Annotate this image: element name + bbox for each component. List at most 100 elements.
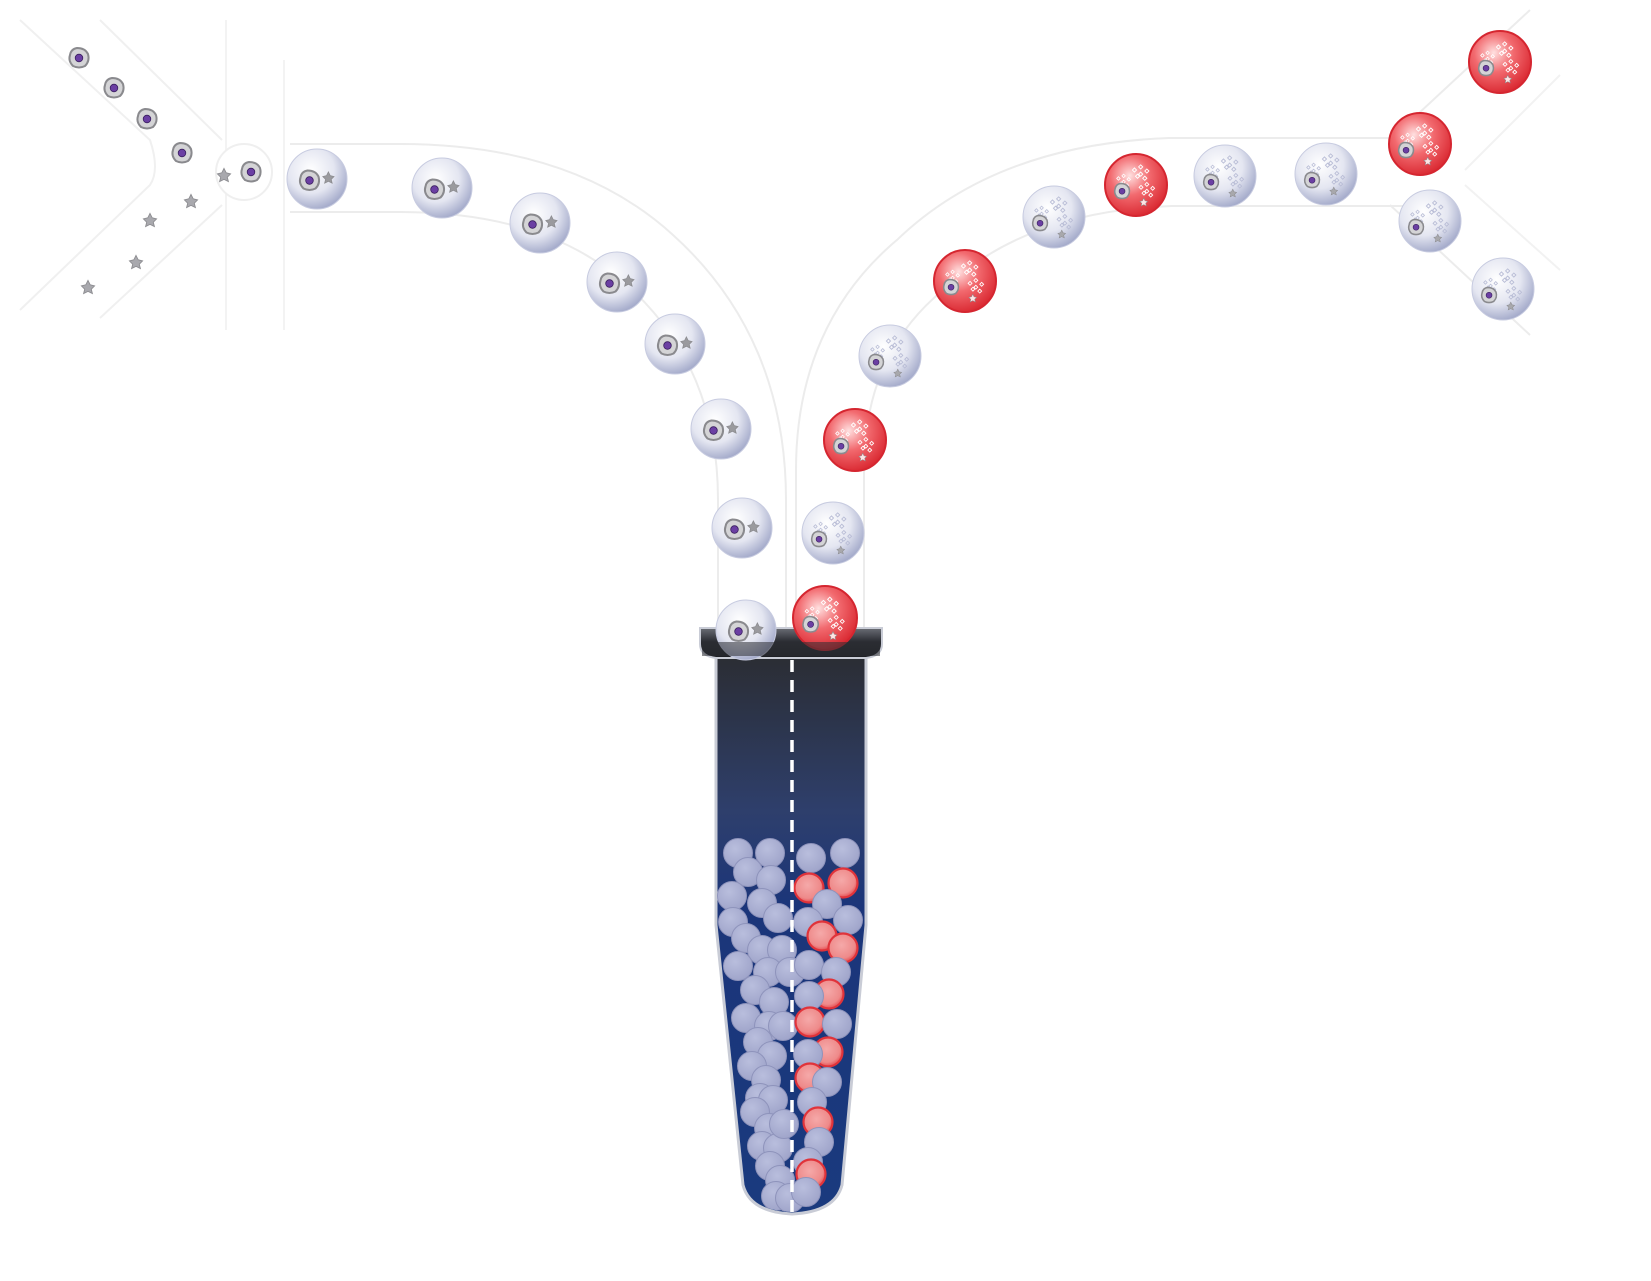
cell-icon [723, 518, 746, 540]
bead-icon [1506, 301, 1516, 311]
positive-droplet-icon [823, 408, 887, 472]
bead-icon [1433, 233, 1443, 243]
empty-droplet-icon [690, 398, 752, 460]
cell-icon [1477, 59, 1495, 77]
bead-icon [80, 279, 96, 295]
bead-icon [142, 212, 158, 228]
cell-icon [171, 141, 193, 164]
bead-icon [1139, 197, 1149, 207]
bead-icon [183, 193, 199, 209]
cell-icon [423, 178, 446, 200]
cell-icon [298, 169, 321, 191]
cell-icon [598, 272, 621, 294]
bead-icon [726, 421, 739, 434]
reagent-cluster [820, 596, 840, 614]
pellet-empty-droplet [794, 950, 824, 980]
reagent-cluster [892, 352, 910, 369]
reagent-cluster [960, 260, 979, 278]
reagent-cluster [1422, 140, 1440, 157]
bead-icon [1329, 186, 1339, 196]
reagent-cluster [857, 436, 875, 453]
reagent-cluster [828, 512, 847, 530]
cell-icon [1202, 173, 1220, 191]
bead-icon [1057, 229, 1067, 239]
reagent-cluster [1328, 170, 1346, 187]
pellet-empty-droplet [833, 905, 863, 935]
empty-droplet-icon [286, 148, 348, 210]
reagent-cluster [1495, 41, 1514, 59]
tube-pellet [717, 838, 863, 1212]
reagent-cluster [1321, 153, 1340, 171]
empty-droplet-icon [711, 497, 773, 559]
pellet-empty-droplet [791, 1177, 821, 1207]
bead-icon [828, 631, 838, 641]
reagent-cluster [1131, 164, 1150, 182]
right-channel [795, 9, 1561, 630]
positive-droplet-icon [933, 249, 997, 313]
cell-icon [802, 615, 820, 633]
pellet-empty-droplet [717, 881, 747, 911]
bead-icon [1423, 156, 1433, 166]
empty-droplet-icon [1294, 142, 1358, 206]
empty-droplet-icon [1193, 144, 1257, 208]
positive-droplet-icon [792, 585, 858, 651]
bead-icon [322, 171, 335, 184]
cell-icon [521, 213, 544, 235]
cell-icon [942, 278, 960, 296]
empty-droplet-icon [586, 251, 648, 313]
cell-icon [136, 107, 158, 130]
reagent-cluster [1502, 58, 1520, 75]
bead-icon [968, 293, 978, 303]
cell-icon [656, 334, 679, 356]
pellet-empty-droplet [796, 843, 826, 873]
reagent-cluster [1227, 172, 1245, 189]
cell-icon [727, 620, 750, 642]
empty-droplet-icon [509, 192, 571, 254]
bead-icon [751, 622, 764, 635]
reagent-cluster [885, 335, 904, 353]
bead-icon [1503, 74, 1513, 84]
tube-entry-droplets [702, 585, 880, 661]
reagent-cluster [827, 614, 845, 632]
cell-icon [103, 76, 125, 99]
positive-droplet-icon [1388, 112, 1452, 176]
reagent-cluster [1056, 213, 1074, 230]
bead-icon [447, 180, 460, 193]
positive-droplet-icon [1104, 153, 1168, 217]
empty-droplet-icon [858, 324, 922, 388]
left-channel-droplets [286, 148, 773, 559]
bead-icon [858, 452, 868, 462]
reagent-cluster [1138, 181, 1156, 198]
reagent-cluster [835, 529, 853, 546]
bead-icon [747, 520, 760, 533]
positive-droplet-icon [1468, 30, 1532, 94]
reagent-cluster [967, 277, 985, 294]
right-channel-droplets [801, 30, 1535, 565]
cell-icon [1407, 218, 1425, 236]
inlet-particles [68, 46, 262, 295]
cell-icon [240, 160, 262, 183]
bead-icon [216, 167, 232, 183]
bead-icon [680, 336, 693, 349]
empty-droplet-icon [644, 313, 706, 375]
pellet-empty-droplet [794, 981, 824, 1011]
pellet-empty-droplet [763, 903, 793, 933]
reagent-cluster [1425, 200, 1444, 218]
cell-icon [832, 437, 850, 455]
cell-icon [702, 419, 725, 441]
empty-droplet-icon [1022, 185, 1086, 249]
bead-icon [545, 215, 558, 228]
cap-shadow [702, 642, 880, 656]
cell-icon [1397, 141, 1415, 159]
bead-icon [893, 368, 903, 378]
empty-droplet-icon [411, 157, 473, 219]
empty-droplet-icon [1471, 257, 1535, 321]
bead-icon [622, 274, 635, 287]
left-channel [19, 19, 787, 630]
cell-icon [1480, 286, 1498, 304]
cell-icon [810, 530, 828, 548]
reagent-cluster [1220, 155, 1239, 173]
pellet-empty-droplet [769, 1109, 799, 1139]
